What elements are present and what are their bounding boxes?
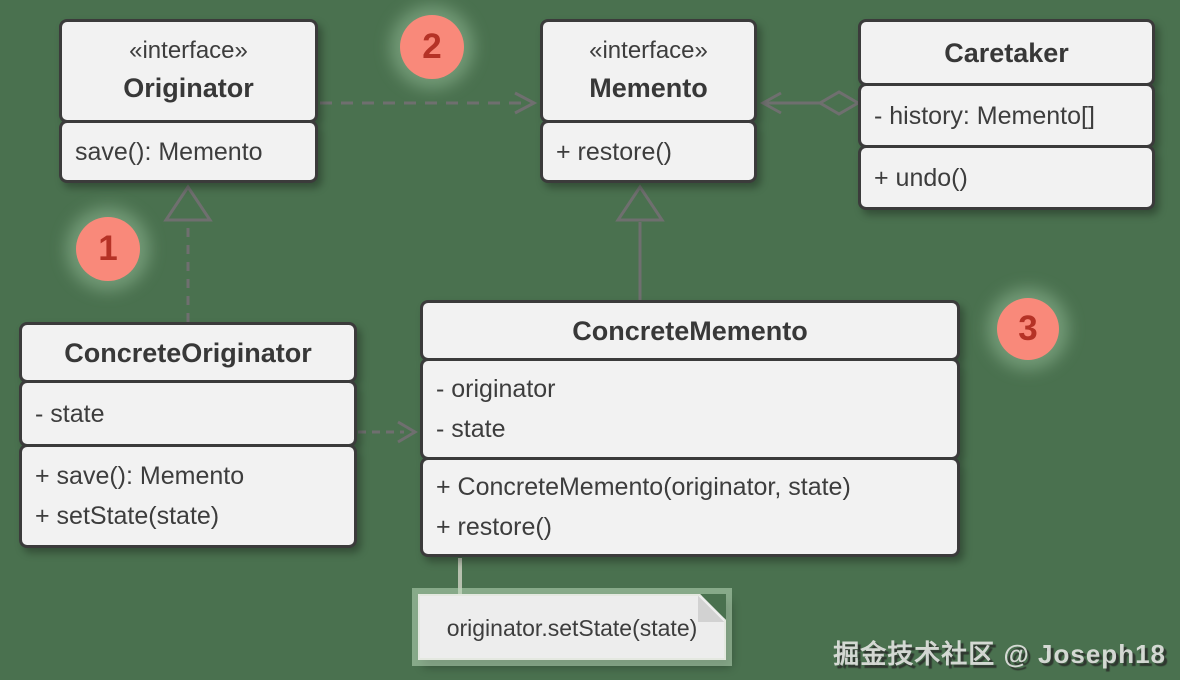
aggregation-arrow-caretaker-to-memento <box>759 90 861 116</box>
class-box-memento: «interface» Memento + restore() <box>540 19 757 183</box>
note-text: originator.setState(state) <box>446 614 698 641</box>
method-item: + undo() <box>874 163 968 192</box>
originator-name: Originator <box>123 73 254 103</box>
originator-header: «interface» Originator <box>59 19 318 123</box>
dependency-arrow-originator-to-memento <box>320 91 538 115</box>
concrete-originator-methods: + save(): Memento + setState(state) <box>19 444 357 548</box>
method-item: + save(): Memento <box>35 462 245 490</box>
dependency-arrow-concreteoriginator-to-concretememento <box>358 420 418 444</box>
attribute-item: - state <box>35 399 105 428</box>
method-item: + setState(state) <box>35 502 220 530</box>
class-box-originator: «interface» Originator save(): Memento <box>59 19 318 183</box>
watermark-text: 掘金技术社区 @ Joseph18 <box>833 639 1166 669</box>
concrete-originator-name: ConcreteOriginator <box>64 337 312 368</box>
method-item: save(): Memento <box>75 137 263 166</box>
memento-header: «interface» Memento <box>540 19 757 123</box>
class-box-caretaker: Caretaker - history: Memento[] + undo() <box>858 19 1155 210</box>
concrete-memento-methods: + ConcreteMemento(originator, state) + r… <box>420 457 960 557</box>
method-item: + restore() <box>436 513 553 541</box>
attribute-item: - state <box>436 415 506 443</box>
method-item: + restore() <box>556 137 673 166</box>
concrete-memento-name: ConcreteMemento <box>572 315 808 346</box>
step-badge-2: 2 <box>400 15 464 79</box>
memento-stereotype: «interface» <box>589 37 708 64</box>
caretaker-methods: + undo() <box>858 145 1155 210</box>
memento-name: Memento <box>589 73 708 103</box>
concrete-originator-header: ConcreteOriginator <box>19 322 357 383</box>
originator-methods: save(): Memento <box>59 120 318 183</box>
caretaker-attributes: - history: Memento[] <box>858 83 1155 148</box>
memento-methods: + restore() <box>540 120 757 183</box>
concrete-memento-header: ConcreteMemento <box>420 300 960 361</box>
concrete-memento-attributes: - originator - state <box>420 358 960 460</box>
caretaker-name: Caretaker <box>944 37 1069 68</box>
originator-stereotype: «interface» <box>129 37 248 64</box>
attribute-item: - history: Memento[] <box>874 101 1095 130</box>
aggregation-diamond-icon <box>817 90 861 116</box>
concrete-originator-attributes: - state <box>19 380 357 447</box>
realization-arrow-concretememento-to-memento <box>615 184 665 300</box>
attribute-item: - originator <box>436 375 556 403</box>
method-item: + ConcreteMemento(originator, state) <box>436 473 851 501</box>
step-badge-3: 3 <box>997 298 1059 360</box>
class-box-concrete-memento: ConcreteMemento - originator - state + C… <box>420 300 960 557</box>
caretaker-header: Caretaker <box>858 19 1155 86</box>
realization-arrow-concreteoriginator-to-originator <box>163 184 213 322</box>
step-badge-1: 1 <box>76 217 140 281</box>
class-box-concrete-originator: ConcreteOriginator - state + save(): Mem… <box>19 322 357 548</box>
note-originator-setstate: originator.setState(state) <box>418 594 726 660</box>
